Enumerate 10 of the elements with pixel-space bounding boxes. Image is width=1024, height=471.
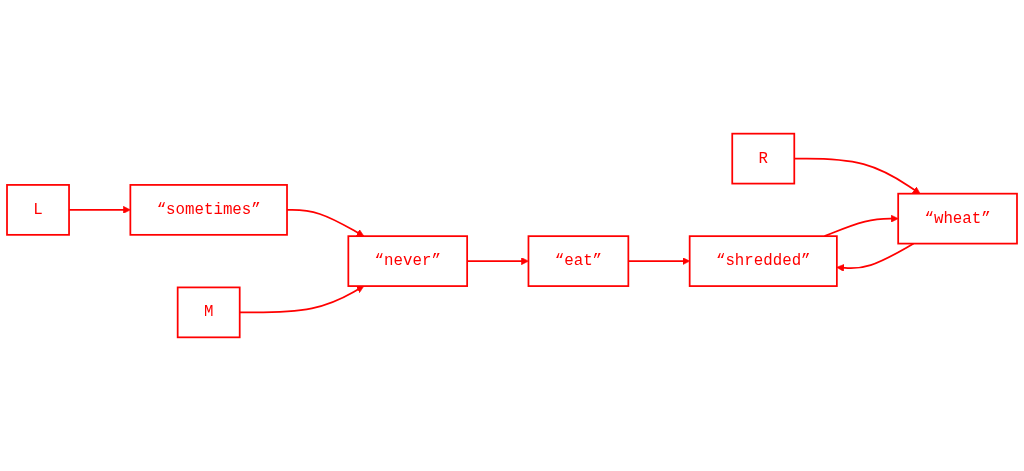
node-box: “sometimes” (129, 184, 288, 236)
node-box: M (176, 286, 241, 339)
node-box: “eat” (527, 235, 630, 287)
node-box: R (731, 132, 796, 185)
node-box: L (6, 184, 70, 236)
node-box: “shredded” (688, 235, 838, 287)
arrow (823, 214, 899, 238)
node-box: “wheat” (897, 192, 1018, 245)
arrow (836, 242, 915, 272)
node-box: “never” (347, 235, 469, 287)
